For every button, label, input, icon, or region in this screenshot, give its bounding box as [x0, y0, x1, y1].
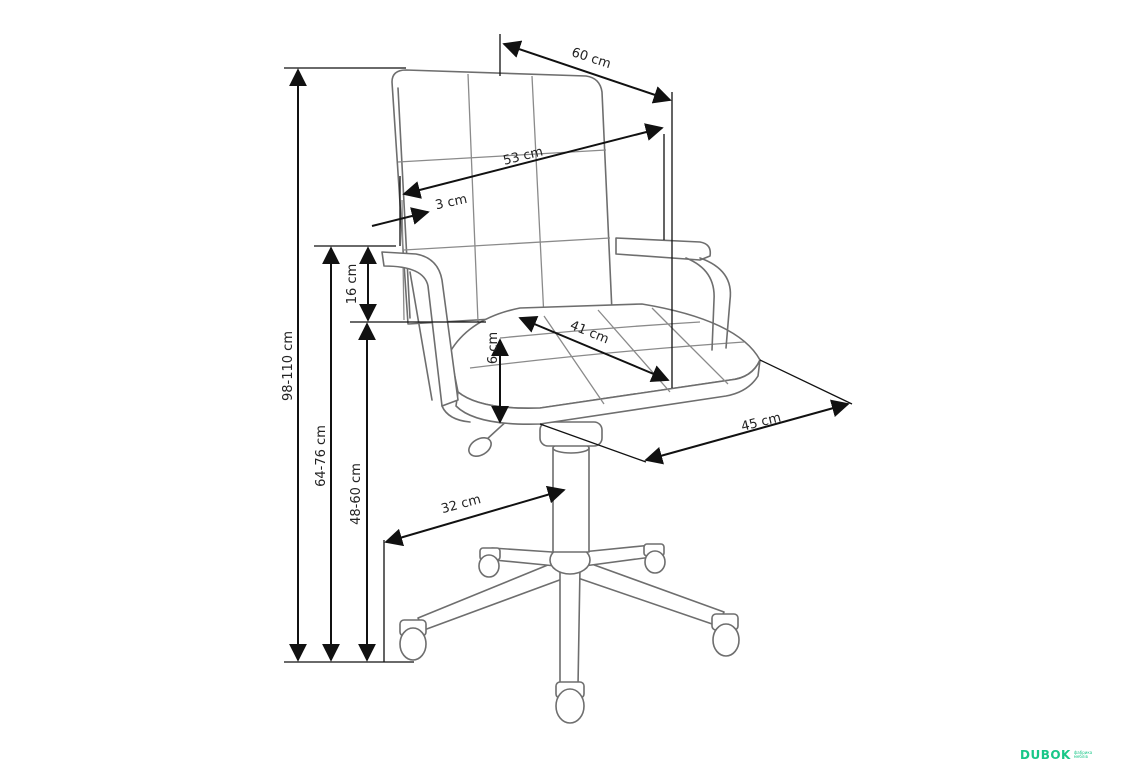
total-height-label: 98-110 cm — [281, 331, 296, 401]
armrest-height-label: 64-76 cm — [314, 425, 329, 487]
seat-depth-line — [518, 315, 670, 383]
brand-tagline: фабрика меблів — [1073, 750, 1093, 759]
dimension-lines — [284, 34, 853, 663]
chair-base — [399, 543, 740, 724]
base-radius-label: 32 cm — [440, 492, 483, 517]
caster — [555, 681, 585, 724]
back-width-line — [402, 123, 664, 199]
base-radius-line — [384, 485, 566, 547]
chair-drawing — [381, 69, 761, 724]
armrest-right — [615, 237, 732, 351]
caster — [478, 547, 501, 578]
brand-watermark: DUBOK фабрика меблів — [1020, 748, 1100, 762]
gas-cylinder — [539, 421, 603, 553]
seat-width-label: 45 cm — [740, 410, 783, 434]
brand-name: DUBOK — [1020, 748, 1071, 762]
height-lever — [468, 417, 511, 457]
caster — [399, 619, 427, 661]
backrest — [391, 69, 613, 325]
back-thickness-line — [371, 207, 430, 227]
seat-width-line — [644, 399, 850, 465]
seat-height-label: 48-60 cm — [349, 463, 364, 525]
caster — [711, 613, 740, 657]
seat-thickness-label: 6 cm — [486, 332, 501, 364]
caster — [643, 543, 666, 574]
dimension-labels: 98-110 cm 64-76 cm 48-60 cm 16 cm 6 cm 3… — [281, 45, 783, 525]
armrest-to-seat-label: 16 cm — [345, 264, 360, 305]
back-thickness-label: 3 cm — [434, 192, 469, 213]
overall-width-line — [502, 40, 672, 104]
armrest-left — [381, 251, 471, 423]
